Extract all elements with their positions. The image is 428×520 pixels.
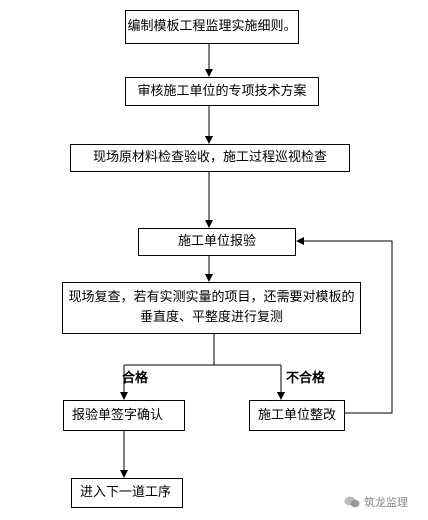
step-compile-rules: 编制模板工程监理实施细则。	[125, 10, 299, 44]
step-site-recheck-line2: 垂直度、平整度进行复测	[139, 310, 283, 325]
step-review-plan: 审核施工单位的专项技术方案	[125, 77, 319, 106]
label-pass: 合格	[122, 371, 149, 386]
step-next-process: 进入下一道工序	[71, 478, 183, 508]
step-sign-confirm-text: 报验单签字确认	[72, 407, 164, 423]
step-sign-confirm: 报验单签字确认	[63, 400, 185, 431]
step-contractor-report: 施工单位报验	[138, 228, 296, 256]
step-next-process-text: 进入下一道工序	[80, 485, 172, 500]
step-review-plan-text: 审核施工单位的专项技术方案	[137, 83, 307, 99]
step-contractor-report-text: 施工单位报验	[177, 234, 256, 249]
wechat-icon	[344, 496, 360, 508]
step-site-recheck: 现场复查，若有实测实量的项目，还需要对模板的 垂直度、平整度进行复测	[62, 282, 361, 334]
label-fail: 不合格	[286, 371, 326, 386]
step-rectify-text: 施工单位整改	[258, 407, 337, 423]
step-compile-rules-text: 编制模板工程监理实施细则。	[127, 19, 297, 34]
step-rectify: 施工单位整改	[249, 400, 345, 431]
loop-s7-s4	[296, 237, 393, 414]
step-site-recheck-line1: 现场复查，若有实测实量的项目，还需要对模板的	[68, 290, 355, 305]
step-material-inspection: 现场原材料检查验收，施工过程巡视检查	[70, 144, 350, 172]
step-material-inspection-text: 现场原材料检查验收，施工过程巡视检查	[92, 150, 327, 165]
watermark-text: 筑龙监理	[364, 496, 408, 509]
watermark: 筑龙监理	[344, 494, 408, 510]
